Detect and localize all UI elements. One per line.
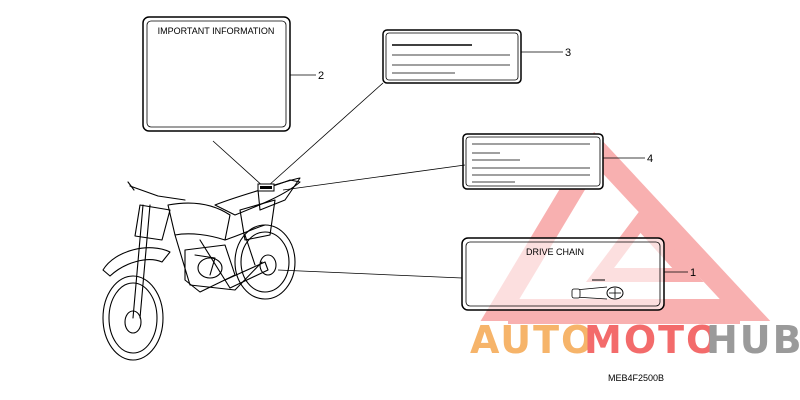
watermark-wordmark: AUTO MOTO HUB [470,318,800,362]
drive-chain-text: DRIVE CHAIN [526,247,584,257]
drive-chain-label: DRIVE CHAIN [461,237,665,311]
label-3-sticker [382,29,522,84]
important-information-text: IMPORTANT INFORMATION [158,26,275,36]
important-information-label: IMPORTANT INFORMATION [142,16,291,132]
leader-lines [212,51,688,279]
callout-4: 4 [647,153,653,165]
seat-decals [257,183,275,192]
motorcycle-drawing [102,177,301,361]
chain-sprocket-icon [571,279,624,300]
part-code: MEB4F2500B [608,373,664,383]
callout-1: 1 [690,267,696,279]
watermark-hub: HUB [706,318,800,362]
label-4-sticker [462,133,604,190]
callout-3: 3 [565,47,571,59]
watermark-auto: AUTO [470,318,595,362]
callout-2: 2 [318,70,324,82]
front-wheel [102,275,164,361]
watermark-moto: MOTO [584,318,720,362]
